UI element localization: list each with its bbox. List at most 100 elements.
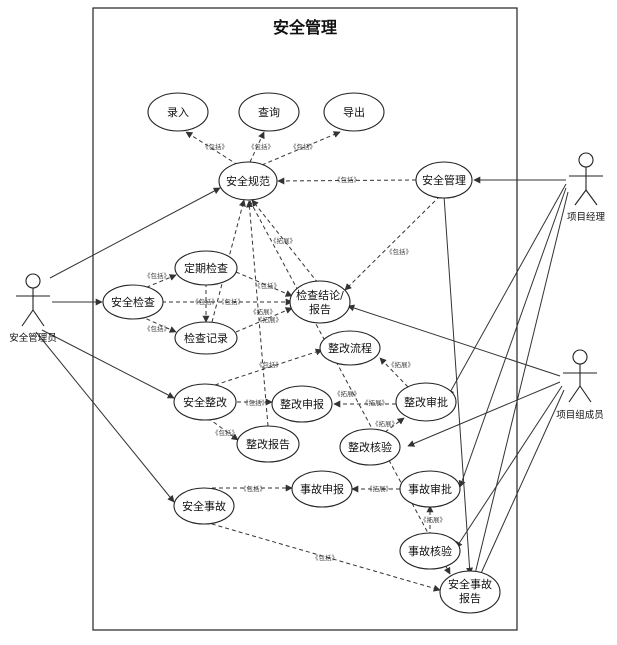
use-case-export[interactable]: 导出 <box>323 92 385 132</box>
label-include-check-conclusion-1: 《包括》 <box>192 297 218 306</box>
use-case-input[interactable]: 录入 <box>147 92 209 132</box>
actor-admin[interactable]: 安全管理员 <box>9 273 57 344</box>
label-include-rectify-report: 《包括》 <box>212 428 238 437</box>
use-case-safety-rectify[interactable]: 安全整改 <box>173 383 237 421</box>
edge-rectify-flow <box>214 348 323 386</box>
use-case-check-conclusion[interactable]: 检查结论/ 报告 <box>289 280 351 324</box>
label-extend-verify-approve: 《拓展》 <box>372 419 398 428</box>
edge-mgmt-standard <box>277 177 417 185</box>
label-include-accident-report: 《包括》 <box>240 484 266 493</box>
use-case-rectify-flow[interactable]: 整改流程 <box>319 330 381 366</box>
use-case-rectify-verify[interactable]: 整改核验 <box>339 428 401 466</box>
label-extend-approve-flow: 《拓展》 <box>388 360 414 369</box>
actor-manager-icon <box>578 152 594 168</box>
use-case-accident-verify-label: 事故核验 <box>408 544 452 558</box>
edge-admin-accident <box>35 331 175 503</box>
use-case-accident-verify[interactable]: 事故核验 <box>399 532 461 570</box>
label-extend-record-1: 《拓展》 <box>250 307 276 316</box>
label-include-accident-final: 《包括》 <box>312 553 338 562</box>
edge-member-final <box>477 389 565 581</box>
use-case-check-record-label: 检查记录 <box>184 331 228 345</box>
edge-manager-rectify-approve <box>447 183 567 397</box>
use-case-input-label: 录入 <box>167 106 189 119</box>
edge-periodic-conclusion <box>235 271 293 297</box>
label-include-mgmt-conclusion: 《包括》 <box>386 247 412 256</box>
use-case-rectify-apply[interactable]: 整改申报 <box>271 385 333 423</box>
system-title: 安全管理 <box>273 18 337 37</box>
use-case-accident-final-line1: 安全事故 <box>448 577 492 591</box>
use-case-accident-report[interactable]: 事故申报 <box>291 470 353 508</box>
use-case-rectify-verify-label: 整改核验 <box>348 440 392 454</box>
actor-member[interactable]: 项目组成员 <box>556 349 604 421</box>
label-include-export: 《包括》 <box>290 142 316 151</box>
label-extend-conclusion-standard: 《拓展》 <box>270 236 296 245</box>
label-include-mgmt-standard: 《包括》 <box>334 175 360 184</box>
label-include-query: 《包括》 <box>248 142 274 151</box>
edge-member-verify <box>407 381 561 447</box>
use-case-check-conclusion-line2: 报告 <box>309 302 331 316</box>
edge-admin-standard <box>49 187 221 279</box>
edge-standard-input <box>185 131 239 166</box>
use-case-periodic-check[interactable]: 定期检查 <box>174 250 238 286</box>
use-case-safety-accident-label: 安全事故 <box>182 499 226 513</box>
label-include-check-record: 《包括》 <box>144 324 170 333</box>
edge-mgmt-conclusion <box>344 195 441 291</box>
use-case-safety-rectify-label: 安全整改 <box>183 395 227 409</box>
label-include-rectify-apply: 《包括》 <box>242 398 268 407</box>
use-case-rectify-flow-label: 整改流程 <box>328 341 372 355</box>
edge-verify-approve <box>384 417 405 433</box>
edge-conclusion-standard <box>251 199 319 284</box>
actor-manager[interactable]: 项目经理 <box>567 152 606 223</box>
use-case-query-label: 查询 <box>258 105 280 119</box>
edge-standard-final <box>249 200 451 575</box>
use-case-safety-check-label: 安全检查 <box>111 295 155 309</box>
edge-report-standard <box>246 200 269 427</box>
edge-mgmt-final <box>443 195 474 575</box>
use-case-periodic-check-label: 定期检查 <box>184 261 228 275</box>
label-extend-approve-apply-2: 《拓展》 <box>362 398 388 407</box>
use-case-accident-final-line2: 报告 <box>459 591 481 605</box>
edge-record-conclusion <box>235 307 293 333</box>
actor-manager-label: 项目经理 <box>567 211 606 223</box>
use-case-safety-check[interactable]: 安全检查 <box>102 284 164 320</box>
use-case-safety-standard-label: 安全规范 <box>226 174 270 188</box>
actor-member-label: 项目组成员 <box>556 409 604 421</box>
label-include-input: 《包括》 <box>202 142 228 151</box>
actor-admin-icon <box>25 273 41 289</box>
actor-member-icon <box>572 349 588 365</box>
use-case-safety-mgmt[interactable]: 安全管理 <box>415 161 473 199</box>
edge-standard-export <box>261 131 341 166</box>
use-case-safety-mgmt-label: 安全管理 <box>422 173 466 187</box>
use-case-accident-report-label: 事故申报 <box>300 482 344 496</box>
use-case-accident-approve-label: 事故审批 <box>408 482 452 496</box>
label-include-check-conclusion-2: 《包括》 <box>218 297 244 306</box>
label-include-check-periodic: 《包括》 <box>144 271 170 280</box>
use-case-rectify-report[interactable]: 整改报告 <box>236 425 300 463</box>
label-extend-approve-apply-1: 《拓展》 <box>334 389 360 398</box>
use-case-export-label: 导出 <box>343 105 365 119</box>
use-case-accident-approve[interactable]: 事故审批 <box>399 470 461 508</box>
edge-member-accident-verify <box>455 385 563 549</box>
label-extend-accident-approve: 《拓展》 <box>366 484 392 493</box>
use-case-safety-accident[interactable]: 安全事故 <box>173 487 235 525</box>
label-include-periodic-conclusion: 《包括》 <box>254 281 280 290</box>
edge-rectify-report <box>207 417 239 441</box>
edge-manager-final <box>472 191 569 579</box>
edge-admin-rectify <box>41 329 175 399</box>
use-case-check-conclusion-line1: 检查结论/ <box>296 288 344 302</box>
label-include-rectify-flow: 《包括》 <box>256 360 282 369</box>
label-extend-accident-verify: 《拓展》 <box>420 515 446 524</box>
use-case-query[interactable]: 查询 <box>238 92 300 132</box>
edge-member-conclusion <box>347 304 561 377</box>
use-case-rectify-approve[interactable]: 整改审批 <box>395 382 457 422</box>
edge-manager-accident-approve <box>458 187 567 488</box>
label-extend-record-2: 《拓展》 <box>256 315 282 324</box>
use-case-safety-standard[interactable]: 安全规范 <box>218 161 278 201</box>
actor-admin-label: 安全管理员 <box>9 332 57 344</box>
use-case-check-record[interactable]: 检查记录 <box>174 321 238 355</box>
edges <box>35 131 569 592</box>
edge-standard-query <box>249 131 265 163</box>
use-case-accident-final[interactable]: 安全事故 报告 <box>439 570 501 614</box>
use-case-rectify-approve-label: 整改审批 <box>404 395 448 409</box>
